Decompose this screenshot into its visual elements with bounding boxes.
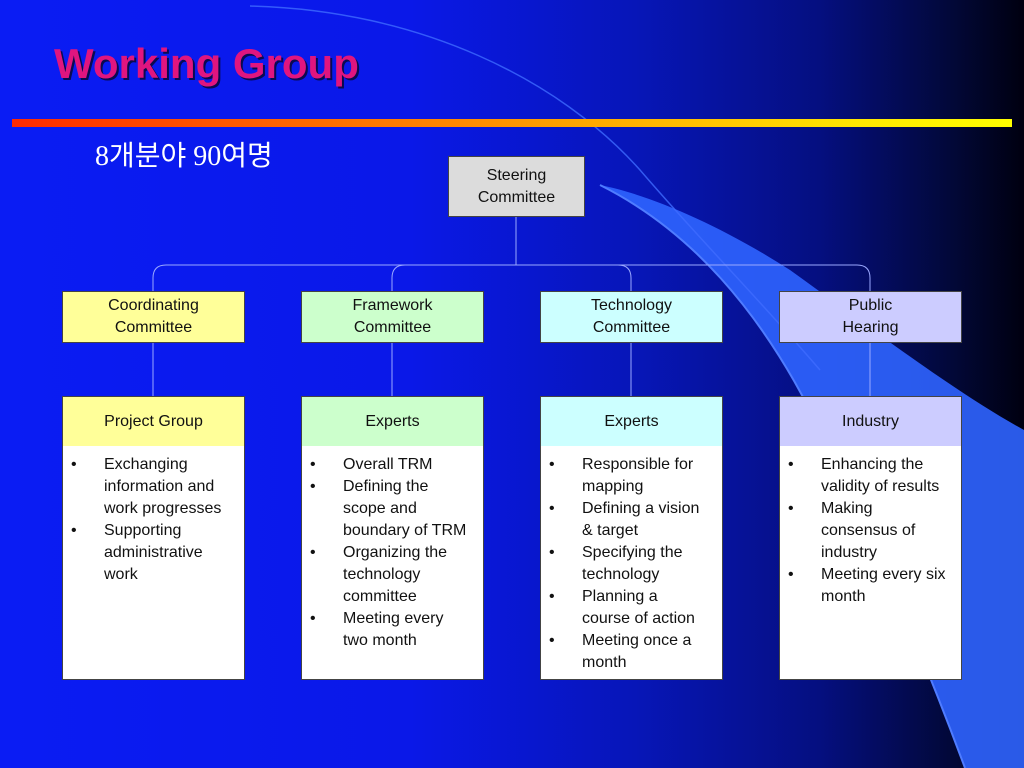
framework-experts-header: Experts [301,396,484,447]
industry-header: Industry [779,396,962,447]
bullet-item: • Defining a vision & target [547,498,716,542]
bullet-text: Meeting every two month [343,610,444,649]
bullet-text: Specifying the technology [582,544,683,583]
bullet-marker: • [310,478,316,495]
slide-title: Working Group [54,40,359,87]
slide-subtitle: 8개분야 90여명 [95,141,273,172]
industry-details: • Enhancing the validity of results • Makin… [779,446,962,680]
bullet-text: Supporting administrative work [104,522,203,583]
bullet-item: • Supporting administrative work [69,520,238,586]
framework-experts-details: • Overall TRM • Defining the scope and boun… [301,446,484,680]
bullet-item: • Specifying the technology [547,542,716,586]
bullet-item: • Making consensus of industry [786,498,955,564]
technology-committee-box: Technology Committee [540,291,723,343]
technology-experts-header: Experts [540,396,723,447]
bullet-item: • Defining the scope and boundary of TRM [308,476,477,542]
bullet-text: Meeting every six month [821,566,946,605]
bullet-item: • Meeting every two month [308,608,477,652]
project-group-details: • Exchanging information and work progres… [62,446,245,680]
bullet-marker: • [71,522,77,539]
bullet-marker: • [549,500,555,517]
bullet-item: • Responsible for mapping [547,454,716,498]
bullet-item: • Exchanging information and work progres… [69,454,238,520]
thin-arc-line [249,5,821,371]
bullet-item: • Planning a course of action [547,586,716,630]
title-underline-bar [12,119,1012,127]
detail-list: • Overall TRM • Defining the scope and boun… [308,454,477,652]
bullet-text: Organizing the technology committee [343,544,448,605]
bullet-marker: • [71,456,77,473]
bullet-text: Making consensus of industry [821,500,916,561]
technology-experts-details: • Responsible for mapping • Defining a visi… [540,446,723,680]
framework-committee-box: Framework Committee [301,291,484,343]
bullet-marker: • [310,544,316,561]
detail-list: • Enhancing the validity of results • Makin… [786,454,955,608]
bullet-text: Overall TRM [343,456,433,473]
bullet-text: Enhancing the validity of results [821,456,940,495]
detail-list: • Exchanging information and work progres… [69,454,238,586]
bullet-text: Defining the scope and boundary of TRM [343,478,467,539]
bullet-marker: • [549,632,555,649]
bullet-item: • Meeting once a month [547,630,716,674]
bullet-marker: • [549,588,555,605]
bullet-text: Defining a vision & target [582,500,700,539]
bullet-marker: • [310,610,316,627]
bullet-marker: • [310,456,316,473]
public-hearing-box: Public Hearing [779,291,962,343]
detail-list: • Responsible for mapping • Defining a visi… [547,454,716,674]
bullet-text: Responsible for mapping [582,456,694,495]
bullet-item: • Meeting every six month [786,564,955,608]
bullet-item: • Enhancing the validity of results [786,454,955,498]
steering-committee-box: Steering Committee [448,156,585,217]
bullet-marker: • [549,544,555,561]
bullet-text: Meeting once a month [582,632,692,671]
bullet-marker: • [549,456,555,473]
coordinating-committee-box: Coordinating Committee [62,291,245,343]
bullet-text: Planning a course of action [582,588,695,627]
bullet-text: Exchanging information and work progress… [104,456,222,517]
bullet-marker: • [788,566,794,583]
connector-lines [152,217,871,396]
bullet-item: • Organizing the technology committee [308,542,477,608]
project-group-header: Project Group [62,396,245,447]
bullet-item: • Overall TRM [308,454,477,476]
bullet-marker: • [788,500,794,517]
bullet-marker: • [788,456,794,473]
